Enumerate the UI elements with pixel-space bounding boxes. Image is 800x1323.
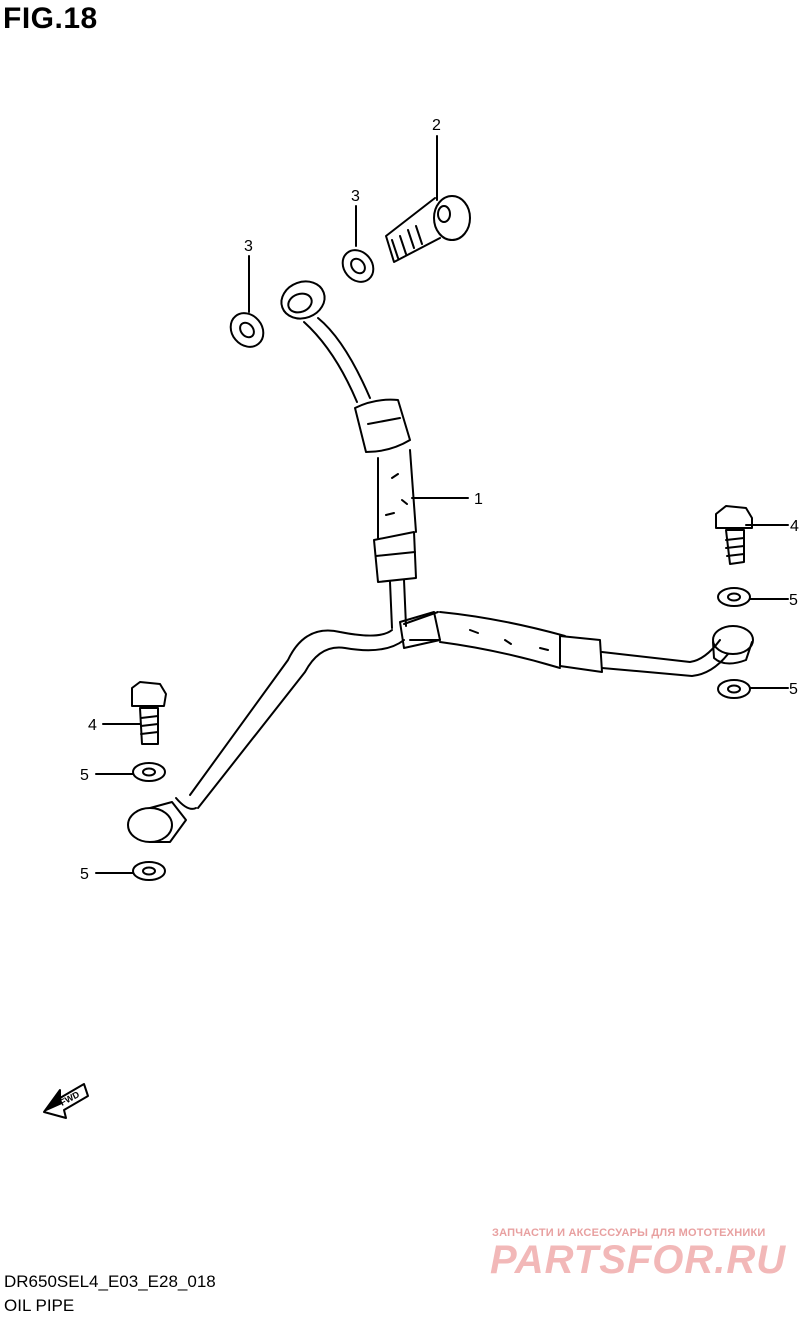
forward-arrow-icon: FWD [43,1083,89,1119]
diagram-caption: OIL PIPE [4,1296,75,1315]
callout-2: 2 [432,117,441,134]
bolt-part-4-left [131,681,167,745]
callout-5-bottom-right: 5 [789,681,798,698]
diagram-code: DR650SEL4_E03_E28_018 [4,1272,216,1291]
washer-part-3-right [341,249,375,283]
callout-5-top-left: 5 [80,767,89,784]
callout-5-bottom-left: 5 [80,866,89,883]
callout-4-right: 4 [790,518,799,535]
washer-part-5-bottom-left [132,861,166,881]
callout-3-right: 3 [351,188,360,205]
watermark-logo: PARTSFOR.RU [490,1238,787,1282]
bolt-part-4-right [715,505,753,565]
callout-4-left: 4 [88,717,97,734]
callout-5-top-right: 5 [789,592,798,609]
oil-pipe-assembly [127,280,754,843]
callout-1: 1 [474,491,483,508]
washer-part-5-top-left [132,762,166,782]
washer-part-5-bottom-right [717,679,751,699]
watermark-subtitle: ЗАПЧАСТИ И АКСЕССУАРЫ ДЛЯ МОТОТЕХНИКИ [492,1227,766,1239]
figure-title: FIG.18 [3,2,98,35]
washer-part-3-left [229,312,265,348]
union-bolt [385,195,471,263]
washer-part-5-top-right [717,587,751,607]
callout-3-left: 3 [244,238,253,255]
